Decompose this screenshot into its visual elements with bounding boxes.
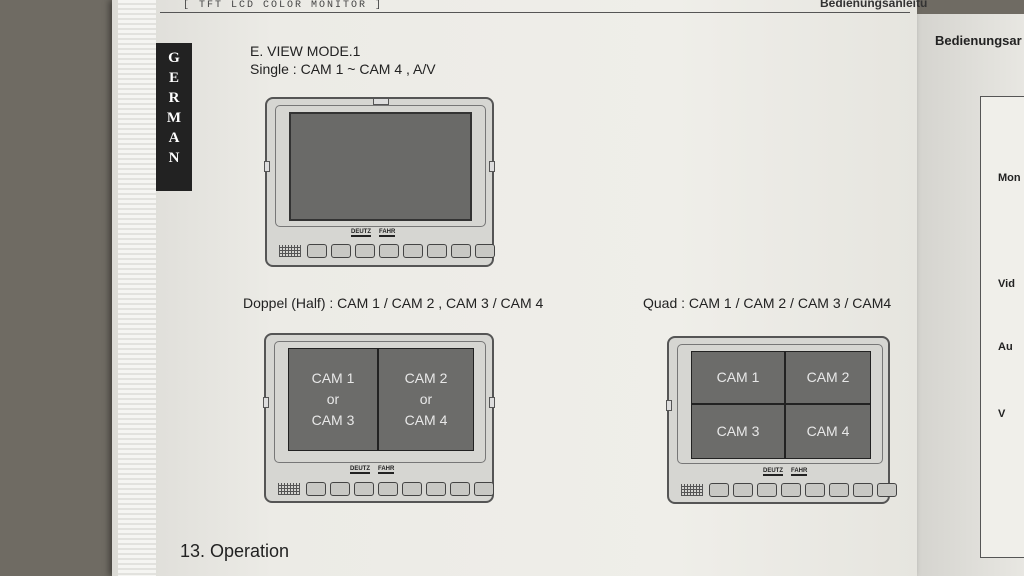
monitor-button[interactable] — [475, 244, 495, 258]
right-table-row: V — [998, 408, 1006, 420]
cell-line: CAM 2 — [404, 370, 448, 386]
monitor-button[interactable] — [378, 482, 398, 496]
monitor-button[interactable] — [733, 483, 753, 497]
right-page-title: Bedienungsar — [935, 33, 1022, 48]
side-knob — [489, 397, 495, 408]
brand-logo: DEUTZ FAHR — [763, 468, 808, 476]
quad-mode-label: Quad : CAM 1 / CAM 2 / CAM 3 / CAM4 — [643, 295, 892, 311]
quad-cell: CAM 1 — [691, 351, 785, 404]
monitor-button[interactable] — [426, 482, 446, 496]
screen-single — [289, 112, 472, 221]
right-page-table — [980, 96, 1024, 558]
tab-letter: M — [166, 110, 182, 126]
bezel — [677, 344, 883, 464]
monitor-button[interactable] — [757, 483, 777, 497]
bezel — [274, 341, 486, 463]
tab-letter: N — [168, 150, 180, 166]
monitor-button[interactable] — [331, 244, 351, 258]
cell-line: CAM 3 — [311, 412, 355, 428]
monitor-button[interactable] — [355, 244, 375, 258]
speaker-grille — [681, 484, 703, 496]
monitor-single: DEUTZ FAHR — [264, 97, 495, 267]
language-tab: G E R M A N — [156, 43, 192, 191]
brand-left: DEUTZ — [351, 229, 371, 237]
brand-logo: DEUTZ FAHR — [351, 229, 396, 237]
monitor-button[interactable] — [307, 244, 327, 258]
monitor-button[interactable] — [306, 482, 326, 496]
button-row — [709, 483, 897, 497]
brand-left: DEUTZ — [763, 468, 783, 476]
monitor-button[interactable] — [829, 483, 849, 497]
monitor-quad: CAM 1 CAM 2 CAM 3 CAM 4 DEUTZ FAHR — [666, 336, 897, 504]
cell-line: CAM 1 — [311, 370, 355, 386]
brand-right: FAHR — [791, 468, 808, 476]
cell-line: or — [419, 391, 433, 407]
tab-letter: G — [168, 50, 180, 66]
tab-letter: A — [168, 130, 180, 146]
side-knob — [263, 397, 269, 408]
monitor-button[interactable] — [853, 483, 873, 497]
monitor-button[interactable] — [474, 482, 494, 496]
button-row — [307, 244, 495, 258]
half-cell-right: CAM 2 or CAM 4 — [378, 348, 474, 451]
speaker-grille — [279, 245, 301, 257]
monitor-button[interactable] — [877, 483, 897, 497]
monitor-button[interactable] — [781, 483, 801, 497]
header-left: [ TFT LCD COLOR MONITOR ] — [183, 0, 384, 11]
quad-cell: CAM 2 — [785, 351, 871, 404]
brand-logo: DEUTZ FAHR — [350, 466, 395, 474]
quad-cell: CAM 3 — [691, 404, 785, 459]
right-table-row: Vid — [998, 278, 1015, 290]
right-table-row: Mon — [998, 172, 1021, 184]
tab-letter: R — [168, 90, 180, 106]
page-footer: 13. Operation — [180, 541, 290, 561]
header-rule — [160, 12, 910, 13]
half-cell-left: CAM 1 or CAM 3 — [288, 348, 378, 451]
side-knob — [666, 400, 672, 411]
cell-line: CAM 4 — [404, 412, 448, 428]
monitor-button[interactable] — [402, 482, 422, 496]
side-knob — [264, 161, 270, 172]
monitor-half: CAM 1 or CAM 3 CAM 2 or CAM 4 DEUTZ FAHR — [263, 333, 495, 503]
monitor-button[interactable] — [354, 482, 374, 496]
brand-left: DEUTZ — [350, 466, 370, 474]
monitor-button[interactable] — [709, 483, 729, 497]
monitor-button[interactable] — [427, 244, 447, 258]
quad-cell: CAM 4 — [785, 404, 871, 459]
monitor-button[interactable] — [379, 244, 399, 258]
single-mode-label: Single : CAM 1 ~ CAM 4 , A/V — [250, 61, 436, 77]
monitor-button[interactable] — [330, 482, 350, 496]
half-mode-label: Doppel (Half) : CAM 1 / CAM 2 , CAM 3 / … — [243, 295, 544, 311]
monitor-button[interactable] — [805, 483, 825, 497]
right-table-row: Au — [998, 341, 1013, 353]
monitor-button[interactable] — [451, 244, 471, 258]
monitor-button[interactable] — [450, 482, 470, 496]
side-knob — [489, 161, 495, 172]
page-edge-stack — [118, 0, 156, 576]
bezel — [275, 105, 486, 227]
monitor-notch — [373, 98, 389, 105]
brand-right: FAHR — [379, 229, 396, 237]
monitor-button[interactable] — [403, 244, 423, 258]
header-right: Bedienungsanleitu — [820, 0, 928, 10]
brand-right: FAHR — [378, 466, 395, 474]
button-row — [306, 482, 494, 496]
cell-line: or — [326, 391, 340, 407]
section-title: E. VIEW MODE.1 — [250, 43, 361, 59]
tab-letter: E — [168, 70, 179, 86]
speaker-grille — [278, 483, 300, 495]
